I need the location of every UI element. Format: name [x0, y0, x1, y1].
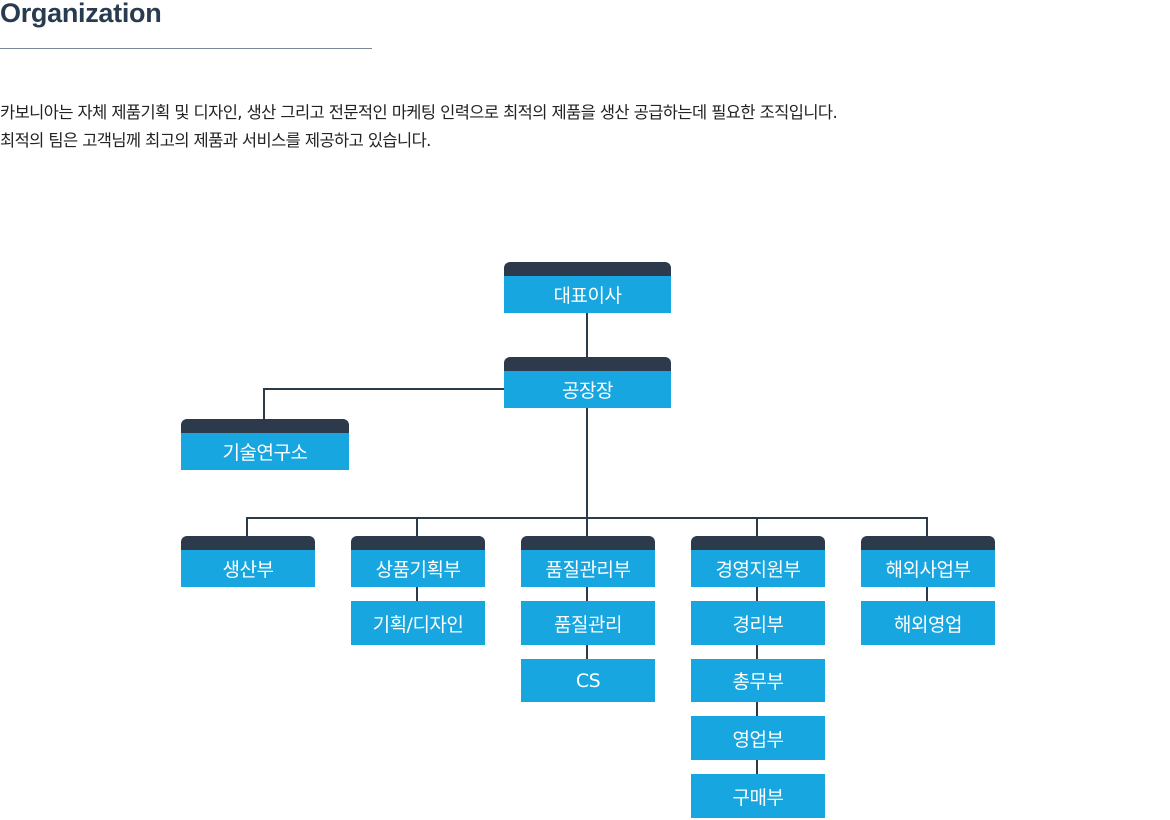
- connector-plant-lab-h: [264, 388, 504, 390]
- connector-quality-team-1: [586, 587, 588, 601]
- connector-plant-down: [586, 408, 588, 519]
- page-title: Organization: [0, 0, 162, 28]
- connector-ceo-plant: [586, 313, 588, 357]
- org-node-ceo: 대표이사: [504, 262, 671, 313]
- org-node-team-overseas-sales: 해외영업: [861, 601, 995, 645]
- org-node-team-sales: 영업부: [691, 716, 825, 760]
- connector-management-team-2: [756, 645, 758, 659]
- org-node-team-planning-design: 기획/디자인: [351, 601, 485, 645]
- connector-plant-lab-v: [263, 388, 265, 420]
- connector-dept-1: [246, 517, 248, 537]
- connector-management-team-4: [756, 760, 758, 774]
- intro-line-1: 카보니아는 자체 제품기획 및 디자인, 생산 그리고 전문적인 마케팅 인력으…: [0, 103, 838, 122]
- org-node-plant-manager: 공장장: [504, 357, 671, 408]
- org-node-team-quality-control: 품질관리: [521, 601, 655, 645]
- connector-dept-4: [756, 517, 758, 537]
- intro-text: 카보니아는 자체 제품기획 및 디자인, 생산 그리고 전문적인 마케팅 인력으…: [0, 99, 838, 155]
- org-node-dept-planning: 상품기획부: [351, 536, 485, 587]
- connector-quality-team-2: [586, 645, 588, 659]
- connector-dept-5: [926, 517, 928, 537]
- org-node-team-cs: CS: [521, 659, 655, 702]
- org-node-dept-quality: 품질관리부: [521, 536, 655, 587]
- org-node-dept-management: 경영지원부: [691, 536, 825, 587]
- connector-dept-2: [416, 517, 418, 537]
- connector-planning-team: [416, 587, 418, 601]
- org-node-dept-production: 생산부: [181, 536, 315, 587]
- org-node-research-lab: 기술연구소: [181, 419, 349, 470]
- title-underline: [0, 48, 372, 49]
- connector-management-team-1: [756, 587, 758, 601]
- org-node-dept-overseas: 해외사업부: [861, 536, 995, 587]
- org-node-team-accounting: 경리부: [691, 601, 825, 645]
- intro-line-2: 최적의 팀은 고객님께 최고의 제품과 서비스를 제공하고 있습니다.: [0, 131, 431, 150]
- connector-overseas-team: [926, 587, 928, 601]
- org-node-team-general-affairs: 총무부: [691, 659, 825, 702]
- connector-dept-3: [586, 517, 588, 537]
- connector-management-team-3: [756, 702, 758, 716]
- org-node-team-purchasing: 구매부: [691, 774, 825, 818]
